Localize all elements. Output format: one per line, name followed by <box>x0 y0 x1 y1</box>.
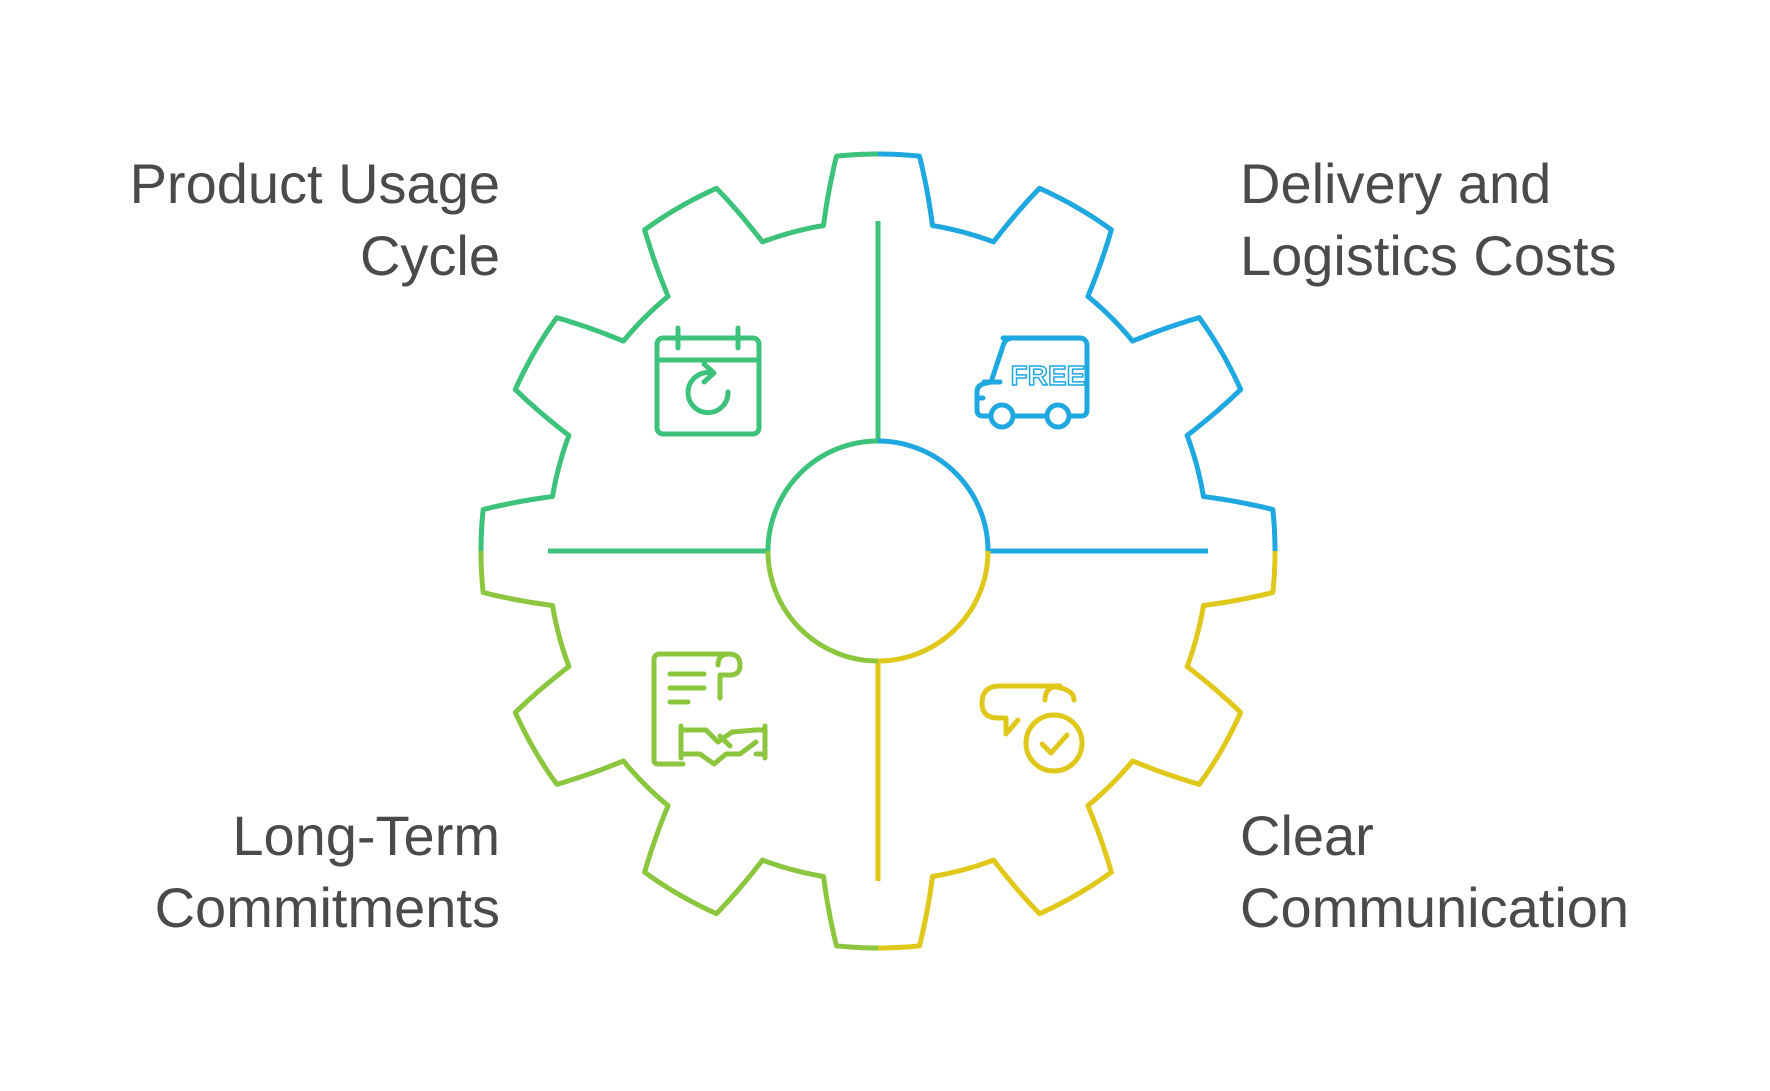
label-line: Product Usage <box>129 152 500 215</box>
hub-arc <box>877 438 991 552</box>
label-line: Cycle <box>359 224 500 287</box>
label-clear-communication: Clear Communication <box>1240 800 1629 944</box>
gear-segment-bottom-right <box>877 550 1278 951</box>
hub-arc <box>877 550 991 664</box>
hub-arc <box>765 550 879 664</box>
contract-handshake-icon <box>651 651 768 767</box>
gear-segment-bottom-left <box>478 550 879 951</box>
gear-segment-top-left <box>478 151 879 552</box>
free-delivery-truck-icon: FREE <box>974 335 1090 430</box>
hub-arc <box>765 438 879 552</box>
truck-free-text: FREE <box>1011 360 1086 391</box>
label-long-term-commitments: Long-Term Commitments <box>155 800 500 944</box>
chat-check-icon <box>979 683 1085 774</box>
label-delivery-logistics-costs: Delivery and Logistics Costs <box>1240 148 1617 292</box>
label-line: Long-Term <box>232 804 500 867</box>
label-line: Commitments <box>154 876 500 939</box>
calendar-refresh-icon <box>654 325 762 437</box>
label-line: Communication <box>1240 876 1630 939</box>
label-line: Logistics Costs <box>1240 224 1617 287</box>
gear-segment-top-right <box>877 151 1278 552</box>
label-line: Delivery and <box>1240 152 1552 215</box>
label-product-usage-cycle: Product Usage Cycle <box>130 148 500 292</box>
label-line: Clear <box>1240 804 1374 867</box>
